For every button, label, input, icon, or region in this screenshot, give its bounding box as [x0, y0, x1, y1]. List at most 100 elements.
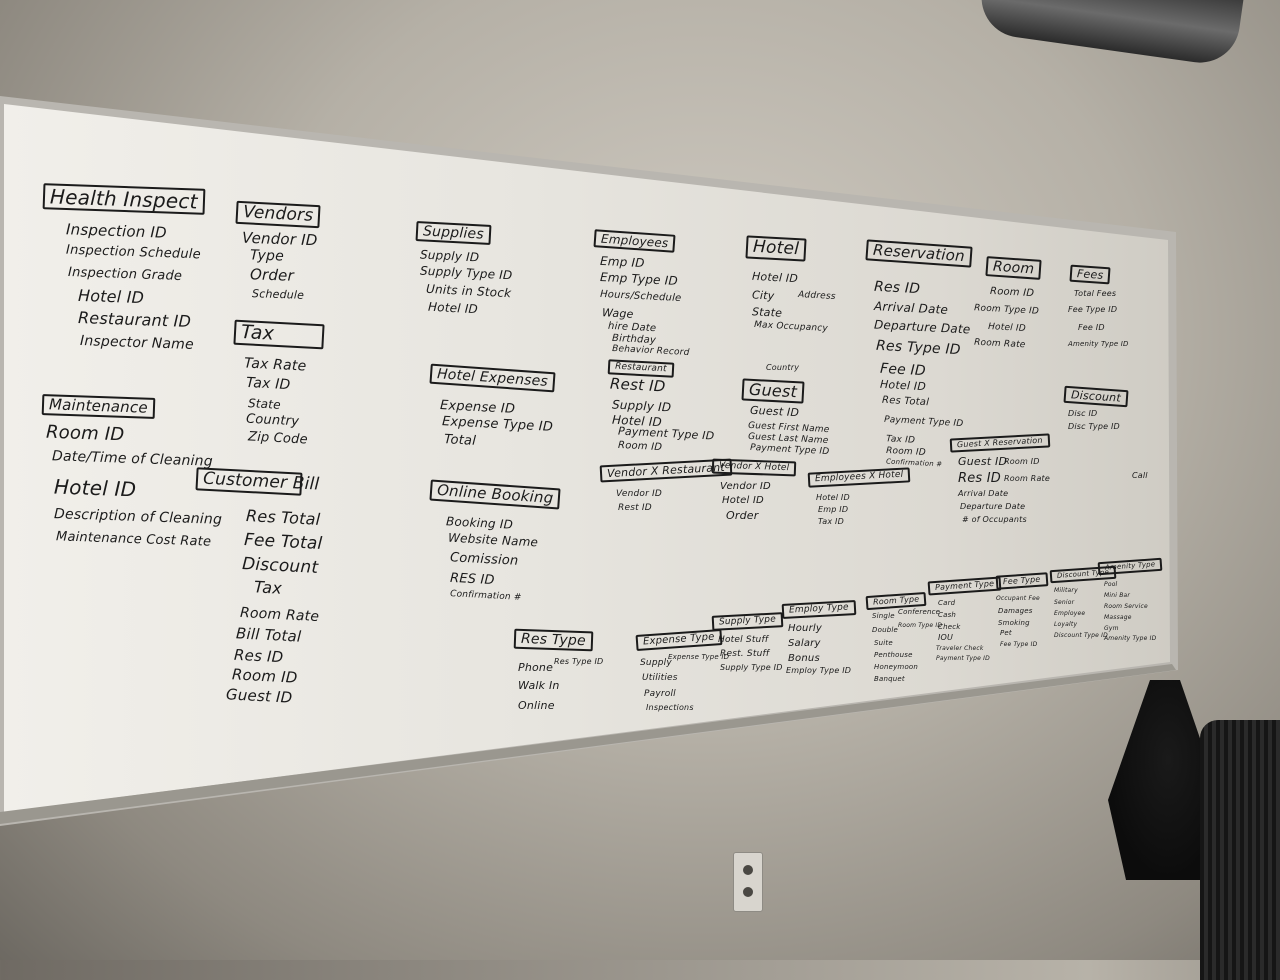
fee-type-field-2: Damages	[998, 607, 1033, 615]
guest-x-reservation-field-5: Arrival Date	[958, 489, 1009, 498]
customer-bill-field-3: Discount	[241, 554, 319, 578]
employ-type-field-1: Hourly	[788, 623, 822, 634]
employees-x-hotel-field-3: Tax ID	[818, 517, 844, 526]
supply-type-field-2: Rest. Stuff	[720, 649, 770, 659]
amenity-type-field-1: Pool	[1104, 581, 1118, 588]
fees-field-4: Amenity Type ID	[1068, 340, 1129, 348]
discount-type-field-3: Employee	[1054, 610, 1086, 617]
health-inspect-field-4: Hotel ID	[77, 285, 145, 308]
supply-type-field-3: Supply Type ID	[720, 663, 783, 672]
customer-bill-field-8: Room ID	[231, 665, 298, 687]
supplies-title: Supplies	[415, 221, 492, 245]
vendor-x-hotel-field-2: Hotel ID	[722, 495, 764, 506]
vendors-field-2: Type	[249, 247, 285, 265]
hotel-expenses-field-1: Expense ID	[439, 398, 516, 417]
fees-field-2: Fee Type ID	[1068, 305, 1118, 314]
customer-bill-field-9: Guest ID	[225, 685, 293, 707]
amenity-type-field-3: Room Service	[1104, 603, 1148, 610]
res-type-title: Res Type	[513, 628, 594, 652]
reservation-field-1: Res ID	[873, 278, 921, 298]
discount-type-field-1: Military	[1054, 587, 1078, 594]
amenity-type-field-4: Massage	[1104, 614, 1132, 621]
hotel-field-3: Address	[797, 290, 836, 302]
hotel-title: Hotel	[745, 235, 807, 262]
guest-x-reservation-field-3: Res ID	[958, 471, 1001, 486]
fees-title: Fees	[1069, 264, 1111, 285]
payment-type-field-4: IOU	[938, 633, 954, 642]
customer-bill-field-5: Room Rate	[239, 604, 320, 626]
room-type-field-7: Honeymoon	[874, 663, 919, 671]
amenity-type-field-6: Amenity Type ID	[1104, 635, 1157, 642]
hotel-field-1: Hotel ID	[751, 269, 799, 286]
room-type-field-4: Room Type ID	[898, 622, 943, 629]
guest-x-reservation-field-1: Guest ID	[958, 455, 1008, 468]
reservation-field-9: Tax ID	[885, 434, 916, 446]
vendor-x-hotel-title: Vendor X Hotel	[711, 458, 797, 477]
online-booking-field-3: Comission	[449, 550, 519, 569]
employees-field-1: Emp ID	[599, 253, 646, 271]
res-type-field-2: Res Type ID	[554, 657, 604, 666]
health-inspect-field-5: Restaurant ID	[77, 308, 192, 331]
vendor-x-restaurant-field-1: Vendor ID	[616, 489, 663, 499]
res-type-field-3: Walk In	[518, 679, 560, 692]
whiteboard-surface	[4, 104, 1170, 812]
office-chair	[1200, 720, 1280, 980]
room-title: Room	[985, 256, 1042, 280]
payment-type-field-5: Traveler Check	[936, 645, 984, 652]
discount-type-field-4: Loyalty	[1054, 621, 1078, 628]
guest-field-1: Guest ID	[749, 403, 800, 420]
guest-title: Guest	[741, 378, 805, 404]
health-inspect-field-1: Inspection ID	[65, 220, 168, 242]
expense-type-field-5: Inspections	[646, 703, 694, 712]
guest-x-reservation-field-4: Room Rate	[1004, 474, 1051, 483]
hotel-field-2: City	[751, 288, 775, 303]
employ-type-field-2: Salary	[788, 638, 821, 649]
discount-type-field-5: Discount Type ID	[1054, 632, 1108, 639]
reservation-field-4: Res Type ID	[875, 337, 962, 359]
guest-x-reservation-field-7: # of Occupants	[962, 515, 1027, 524]
discount-field-2: Disc Type ID	[1068, 422, 1120, 431]
restaurant-field-1: Rest ID	[609, 374, 666, 396]
guest-x-reservation-field-6: Departure Date	[960, 502, 1026, 511]
room-type-field-3: Double	[872, 626, 899, 634]
customer-bill-field-4: Tax	[253, 577, 283, 598]
employees-field-2: Emp Type ID	[599, 269, 679, 289]
discount-type-field-2: Senior	[1054, 599, 1075, 606]
payment-type-field-6: Payment Type ID	[936, 655, 990, 662]
fee-type-field-3: Smoking	[998, 619, 1030, 627]
guest-extra: Country	[766, 363, 800, 372]
reservation-field-2: Arrival Date	[873, 299, 949, 317]
fee-type-field-5: Fee Type ID	[1000, 641, 1038, 648]
reservation-field-5: Fee ID	[879, 360, 927, 380]
supplies-field-1: Supply ID	[419, 247, 480, 265]
vendor-x-hotel-field-1: Vendor ID	[720, 481, 771, 492]
employ-type-field-3: Bonus	[788, 653, 820, 664]
vendors-field-1: Vendor ID	[241, 228, 318, 250]
tax-field-1: Tax Rate	[243, 355, 307, 375]
vendors-field-4: Schedule	[251, 287, 305, 302]
health-inspect-field-6: Inspector Name	[79, 333, 195, 353]
payment-type-field-3: Check	[938, 623, 961, 631]
res-type-field-4: Online	[518, 699, 555, 712]
health-inspect-field-3: Inspection Grade	[67, 265, 183, 284]
maintenance-title: Maintenance	[41, 394, 156, 419]
room-type-field-1: Single	[872, 612, 895, 620]
vendors-title: Vendors	[235, 200, 321, 229]
supplies-field-4: Hotel ID	[427, 299, 479, 317]
vendors-field-3: Order	[249, 265, 295, 285]
discount-field-1: Disc ID	[1068, 409, 1098, 418]
room-type-field-2: Conference	[898, 608, 941, 616]
marker-tray	[0, 664, 1176, 824]
amenity-type-field-2: Mini Bar	[1104, 592, 1131, 599]
customer-bill-field-1: Res Total	[245, 506, 321, 529]
maintenance-field-1: Room ID	[45, 421, 125, 446]
whiteboard	[0, 96, 1178, 826]
fee-type-field-1: Occupant Fee	[996, 595, 1040, 602]
employ-type-field-4: Employ Type ID	[786, 666, 852, 675]
supply-type-field-1: Hotel Stuff	[718, 635, 769, 645]
tax-field-3: State	[247, 396, 282, 412]
amenity-type-field-5: Gym	[1104, 625, 1119, 632]
employees-x-hotel-field-1: Hotel ID	[816, 493, 850, 502]
room-type-field-5: Suite	[874, 639, 893, 647]
payment-type-field-1: Card	[938, 599, 956, 607]
